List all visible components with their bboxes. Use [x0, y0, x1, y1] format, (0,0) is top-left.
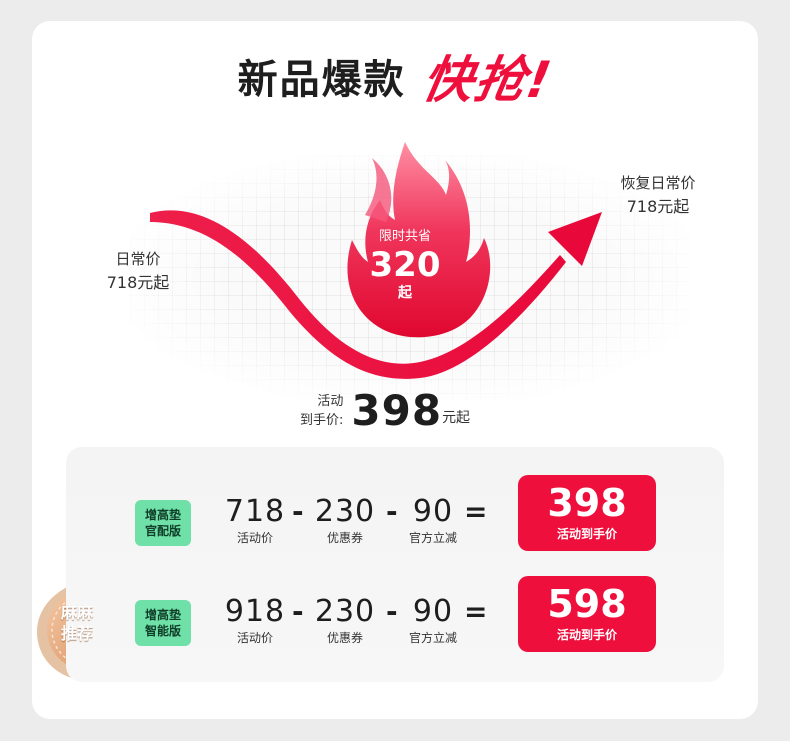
page-title: 新品爆款快抢! — [0, 40, 790, 112]
result-caption: 活动到手价 — [556, 527, 617, 541]
formula-discount: 90 官方立减 — [400, 494, 466, 546]
final-price-label: 活动 到手价: — [300, 392, 343, 430]
variant-tag-standard: 增高垫 官配版 — [135, 500, 191, 546]
formula-price: 918 活动价 — [222, 594, 288, 646]
badge-line2: 推荐 — [60, 624, 93, 643]
discount-value: 90 — [412, 594, 454, 629]
result-value: 598 — [547, 582, 627, 626]
discount-caption: 官方立减 — [408, 631, 457, 645]
daily-price-block: 日常价 718元起 — [100, 247, 176, 295]
coupon-caption: 优惠券 — [326, 531, 363, 545]
formula-discount: 90 官方立减 — [400, 594, 466, 646]
restore-price-block: 恢复日常价 718元起 — [605, 171, 711, 219]
tag-line1: 增高垫 — [144, 608, 181, 622]
price-value: 918 — [224, 594, 286, 629]
trend-curve — [150, 210, 566, 379]
discount-caption: 官方立减 — [408, 531, 457, 545]
equals-operator: = — [464, 495, 488, 528]
flame-unit: 起 — [398, 285, 412, 301]
tag-line1: 增高垫 — [144, 508, 181, 522]
result-value: 398 — [547, 481, 627, 525]
formula-coupon: 230 优惠券 — [312, 594, 378, 646]
equals-operator: = — [464, 595, 488, 628]
result-box-smart[interactable]: 598 活动到手价 — [518, 576, 656, 652]
flame-value: 320 — [369, 245, 441, 285]
daily-price-value: 718元起 — [106, 273, 170, 292]
formula-coupon: 230 优惠券 — [312, 494, 378, 546]
coupon-value: 230 — [314, 494, 376, 529]
recommend-badge: 麻麻 推荐 — [33, 602, 121, 644]
price-value: 718 — [224, 494, 286, 529]
formula-price: 718 活动价 — [222, 494, 288, 546]
minus-operator: - — [386, 595, 398, 628]
flame-savings: 限时共省 320 起 — [350, 228, 460, 302]
tag-line2: 智能版 — [144, 624, 181, 638]
title-text: 新品爆款 — [237, 57, 406, 103]
final-price: 活动 到手价: 398元起 — [300, 386, 470, 435]
final-label-line2: 到手价: — [300, 412, 344, 428]
coupon-value: 230 — [314, 594, 376, 629]
discount-value: 90 — [412, 494, 454, 529]
restore-price-label: 恢复日常价 — [620, 174, 696, 192]
final-price-value: 398 — [351, 386, 443, 435]
price-caption: 活动价 — [236, 531, 273, 545]
tag-line2: 官配版 — [144, 524, 181, 538]
result-caption: 活动到手价 — [556, 628, 617, 642]
variant-tag-smart: 增高垫 智能版 — [135, 600, 191, 646]
final-price-unit: 元起 — [442, 410, 471, 426]
arrow-head — [548, 212, 602, 266]
minus-operator: - — [386, 495, 398, 528]
result-box-standard[interactable]: 398 活动到手价 — [518, 475, 656, 551]
final-label-line1: 活动 — [317, 393, 344, 409]
daily-price-label: 日常价 — [115, 250, 161, 268]
minus-operator: - — [292, 595, 304, 628]
minus-operator: - — [292, 495, 304, 528]
flame-icon — [347, 142, 491, 338]
badge-line1: 麻麻 — [60, 603, 93, 622]
price-caption: 活动价 — [236, 631, 273, 645]
restore-price-value: 718元起 — [626, 197, 690, 216]
coupon-caption: 优惠券 — [326, 631, 363, 645]
flame-label: 限时共省 — [378, 229, 431, 244]
